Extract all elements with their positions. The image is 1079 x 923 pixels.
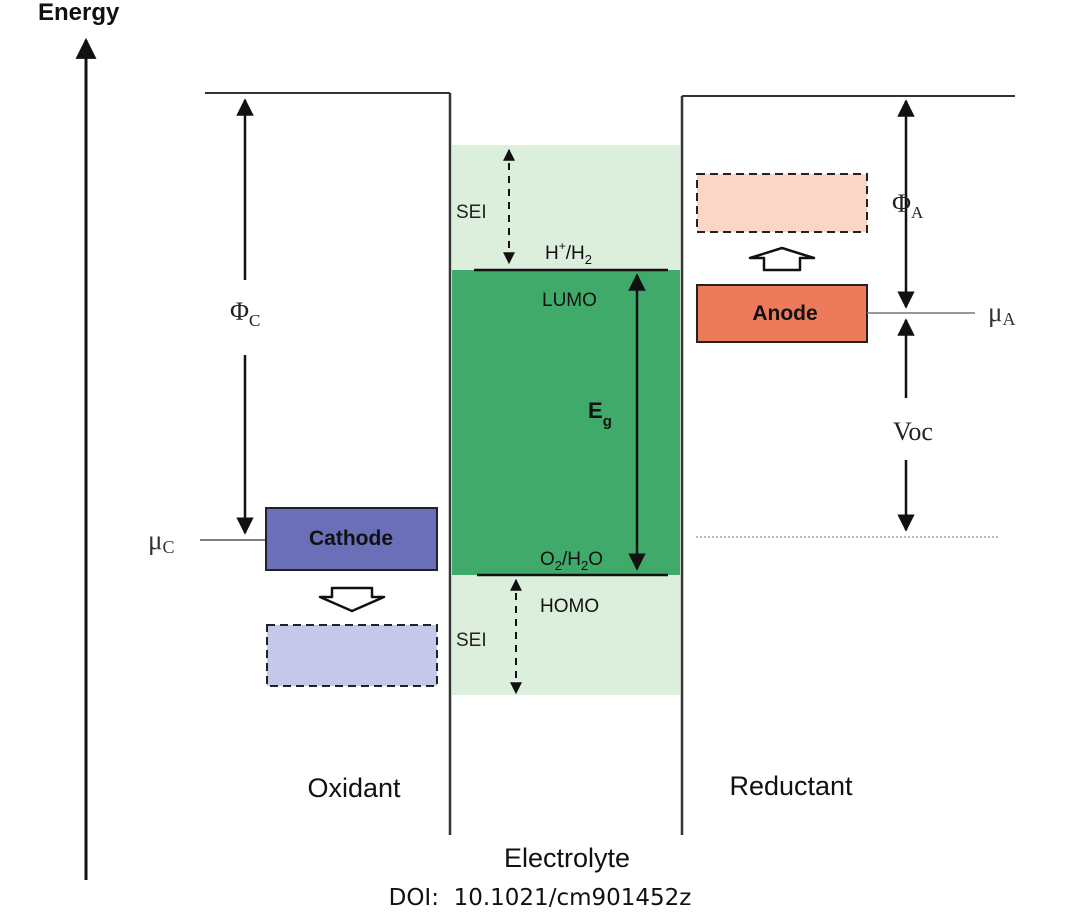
- mu-a-label: μA: [988, 297, 1015, 329]
- band-gap-label: Eg: [588, 398, 612, 430]
- cathode-shifted-box: [266, 624, 438, 687]
- cathode-shift-arrow: [318, 586, 386, 613]
- sei-top-band: [452, 145, 680, 270]
- sei-bottom-band: [452, 575, 680, 695]
- doi-caption: DOI: 10.1021/cm901452z: [389, 885, 692, 911]
- anode-shifted-box: [696, 173, 868, 233]
- cathode-label: Cathode: [309, 527, 393, 550]
- phi-a-label: ΦA: [892, 189, 924, 222]
- anode-box: [696, 284, 868, 343]
- lumo-label: LUMO: [542, 290, 597, 311]
- phi-c-label: ΦC: [230, 297, 260, 330]
- electrolyte-label: Electrolyte: [504, 843, 630, 873]
- anode-label: Anode: [752, 302, 817, 325]
- sei-bottom-label: SEI: [456, 630, 487, 651]
- oxidant-label: Oxidant: [307, 773, 401, 803]
- cathode-box: [265, 507, 438, 571]
- sei-top-label: SEI: [456, 202, 487, 223]
- voc-label: Voc: [893, 417, 933, 446]
- reductant-label: Reductant: [729, 771, 853, 801]
- homo-label: HOMO: [540, 596, 599, 617]
- mu-c-label: μC: [148, 525, 175, 557]
- h-couple-label: H+/H2: [545, 239, 592, 267]
- o-couple-label: O2/H2O: [540, 549, 603, 573]
- electrolyte-gap-band: [452, 270, 680, 575]
- energy-axis-label: Energy: [38, 0, 120, 26]
- anode-shift-arrow: [748, 246, 816, 272]
